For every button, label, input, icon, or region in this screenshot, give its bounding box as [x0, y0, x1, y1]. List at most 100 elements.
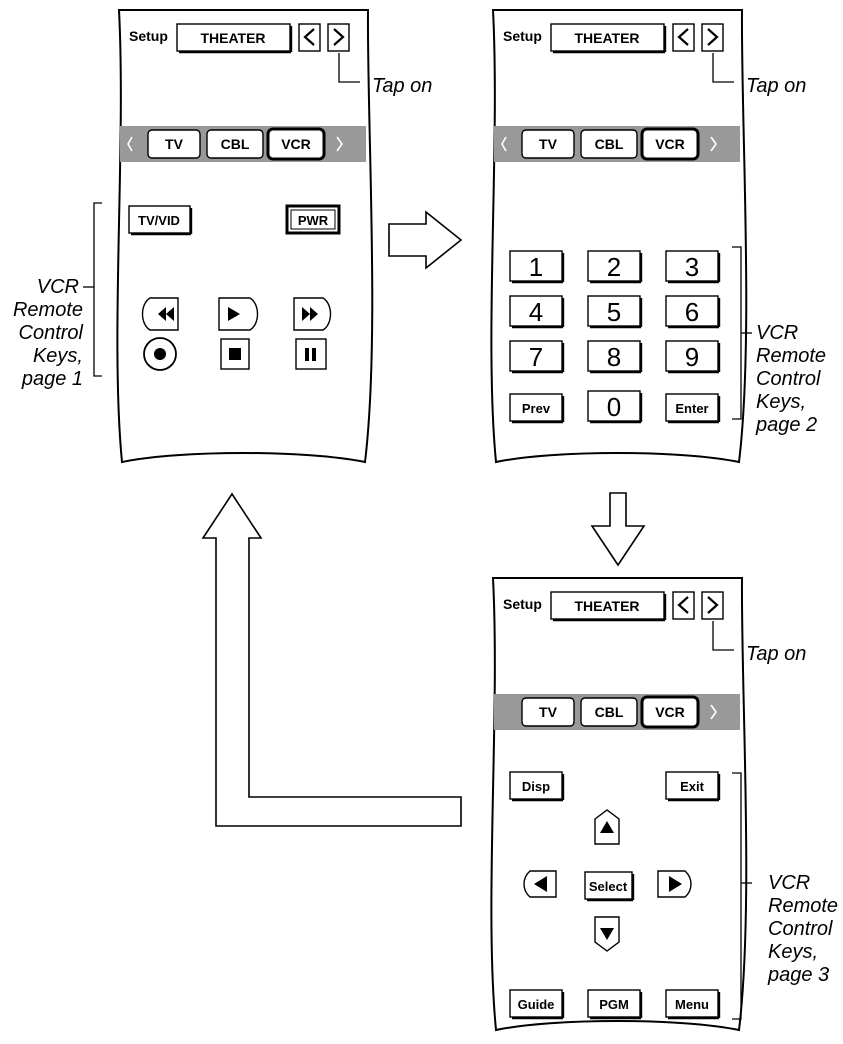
next-page-button[interactable]	[701, 23, 724, 52]
menu-button[interactable]: Menu	[665, 989, 721, 1020]
left-arrow-icon	[534, 876, 547, 892]
tab-cbl[interactable]: CBL	[580, 129, 638, 159]
svg-text:VCR: VCR	[655, 136, 685, 152]
digit-key-1[interactable]: 1	[509, 250, 565, 284]
tv-vid-button[interactable]: TV/VID	[128, 205, 193, 236]
chevron-right-icon	[707, 28, 719, 46]
right-button[interactable]	[657, 870, 692, 898]
svg-text:CBL: CBL	[595, 704, 624, 720]
svg-text:TV: TV	[165, 136, 184, 152]
up-arrow-icon	[600, 821, 614, 833]
stop-icon	[229, 348, 241, 360]
up-button[interactable]	[594, 809, 620, 845]
remote-panel-page-1: Setup THEATER Tap on TV CBL	[116, 9, 432, 464]
digit-key-5[interactable]: 5	[587, 295, 643, 329]
tab-vcr[interactable]: VCR	[266, 127, 326, 161]
pgm-button[interactable]: PGM	[587, 989, 643, 1020]
select-button[interactable]: Select	[584, 871, 635, 902]
pause-button[interactable]	[295, 338, 327, 370]
device-bar-left-arrow-icon[interactable]	[127, 136, 133, 152]
svg-text:page 1: page 1	[21, 368, 83, 390]
digit-key-3[interactable]: 3	[665, 250, 721, 284]
tab-cbl[interactable]: CBL	[206, 129, 264, 159]
svg-text:CBL: CBL	[221, 136, 250, 152]
svg-text:2: 2	[607, 252, 621, 282]
svg-text:VCR: VCR	[756, 322, 798, 344]
digit-key-9[interactable]: 9	[665, 340, 721, 374]
svg-text:PWR: PWR	[298, 213, 329, 228]
chevron-left-icon	[303, 28, 315, 46]
svg-text:Enter: Enter	[675, 401, 708, 416]
arrow-right-icon	[388, 210, 463, 270]
exit-button[interactable]: Exit	[665, 771, 721, 802]
rewind-icon	[158, 307, 174, 321]
svg-text:Disp: Disp	[522, 779, 550, 794]
theater-button[interactable]: THEATER	[550, 591, 667, 622]
remote-panel-page-2: Setup THEATER Tap on TV CBL	[490, 9, 806, 464]
digit-key-4[interactable]: 4	[509, 295, 565, 329]
digit-key-2[interactable]: 2	[587, 250, 643, 284]
digit-key-0[interactable]: 0	[587, 390, 643, 424]
record-button[interactable]	[143, 337, 177, 371]
setup-button[interactable]: Setup	[129, 28, 168, 44]
device-bar-right-arrow-icon[interactable]	[710, 704, 717, 720]
remote-panel-page-3: Setup THEATER Tap on TV CBL VCR	[490, 577, 806, 1032]
chevron-left-icon	[677, 28, 689, 46]
svg-text:Keys,: Keys,	[768, 941, 818, 963]
pause-icon	[305, 348, 309, 361]
digit-key-8[interactable]: 8	[587, 340, 643, 374]
theater-button[interactable]: THEATER	[176, 23, 293, 54]
svg-text:Guide: Guide	[518, 997, 555, 1012]
tab-cbl[interactable]: CBL	[580, 697, 638, 727]
svg-text:9: 9	[685, 342, 699, 372]
enter-button[interactable]: Enter	[665, 393, 721, 424]
tab-vcr[interactable]: VCR	[640, 127, 700, 161]
page1-bracket	[93, 202, 102, 377]
tap-on-label: Tap on	[746, 643, 806, 665]
digit-key-7[interactable]: 7	[509, 340, 565, 374]
svg-text:1: 1	[529, 252, 543, 282]
rewind-button[interactable]	[141, 297, 179, 331]
fast-forward-button[interactable]	[293, 297, 332, 331]
svg-text:THEATER: THEATER	[200, 30, 265, 46]
down-button[interactable]	[594, 916, 620, 952]
prev-page-button[interactable]	[298, 23, 321, 52]
next-page-button[interactable]	[327, 23, 350, 52]
tap-on-leader	[712, 53, 734, 83]
svg-text:Control: Control	[756, 368, 821, 390]
svg-text:Remote: Remote	[13, 299, 83, 321]
prev-page-button[interactable]	[672, 591, 695, 620]
prev-channel-button[interactable]: Prev	[509, 393, 565, 424]
guide-button[interactable]: Guide	[509, 989, 565, 1020]
svg-text:page 3: page 3	[767, 964, 829, 986]
device-bar-right-arrow-icon[interactable]	[710, 136, 717, 152]
tab-vcr[interactable]: VCR	[640, 695, 700, 729]
svg-text:VCR: VCR	[37, 276, 79, 298]
theater-button[interactable]: THEATER	[550, 23, 667, 54]
stop-button[interactable]	[220, 338, 250, 370]
left-button[interactable]	[523, 870, 557, 898]
svg-text:THEATER: THEATER	[574, 598, 639, 614]
svg-text:page 2: page 2	[755, 414, 817, 436]
svg-text:0: 0	[607, 392, 621, 422]
tab-tv[interactable]: TV	[521, 129, 575, 159]
page3-bracket	[732, 772, 742, 1020]
prev-page-button[interactable]	[672, 23, 695, 52]
device-bar-right-arrow-icon[interactable]	[336, 136, 343, 152]
digit-key-6[interactable]: 6	[665, 295, 721, 329]
setup-button[interactable]: Setup	[503, 596, 542, 612]
next-page-button[interactable]	[701, 591, 724, 620]
tab-tv[interactable]: TV	[521, 697, 575, 727]
tap-on-leader	[338, 53, 360, 83]
display-button[interactable]: Disp	[509, 771, 565, 802]
svg-text:8: 8	[607, 342, 621, 372]
play-button[interactable]	[218, 297, 259, 331]
svg-text:Control: Control	[768, 918, 833, 940]
power-button[interactable]: PWR	[285, 204, 341, 235]
device-bar-left-arrow-icon[interactable]	[501, 136, 507, 152]
tab-tv[interactable]: TV	[147, 129, 201, 159]
setup-button[interactable]: Setup	[503, 28, 542, 44]
down-arrow-icon	[600, 928, 614, 940]
svg-text:6: 6	[685, 297, 699, 327]
